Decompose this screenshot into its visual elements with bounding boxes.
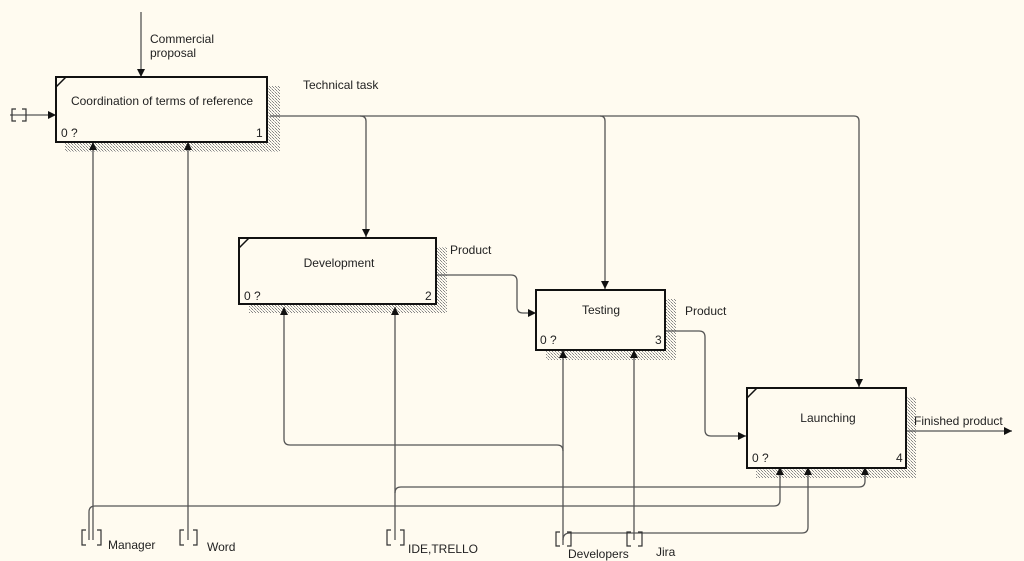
- label-jira: Jira: [656, 545, 676, 559]
- label-product-2: Product: [685, 304, 727, 318]
- box-cost-4: 0 ?: [752, 451, 769, 465]
- label-finished-product: Finished product: [914, 414, 1003, 428]
- arrow-technical-task-to-launching[interactable]: [270, 115, 863, 387]
- arrow-product-to-launching[interactable]: [665, 330, 746, 440]
- arrow-technical-task-to-testing[interactable]: [599, 115, 609, 289]
- arrow-product-to-testing[interactable]: [436, 274, 536, 317]
- box-number-4: 4: [896, 451, 903, 465]
- label-technical-task: Technical task: [303, 78, 379, 92]
- activity-box-1[interactable]: Coordination of terms of reference 0 ? 1: [55, 76, 268, 143]
- tunnel-bracket-icon: [179, 529, 198, 546]
- tunnel-bracket-icon: [11, 108, 27, 122]
- arrow-manager-to-launching[interactable]: [88, 467, 784, 540]
- box-number-1: 1: [256, 126, 263, 140]
- activity-box-4[interactable]: Launching 0 ? 4: [746, 387, 907, 469]
- label-ide-trello: IDE,TRELLO: [408, 542, 478, 556]
- box-title-3: Testing: [582, 303, 620, 317]
- label-word: Word: [207, 540, 235, 554]
- label-product-1: Product: [450, 243, 492, 257]
- box-cost-3: 0 ?: [540, 333, 557, 347]
- label-developers: Developers: [568, 547, 629, 561]
- box-number-3: 3: [655, 333, 662, 347]
- box-title-2: Development: [304, 256, 375, 270]
- activity-box-3[interactable]: Testing 0 ? 3: [535, 289, 666, 351]
- box-cost-2: 0 ?: [244, 289, 261, 303]
- arrow-ide-to-launching[interactable]: [394, 467, 869, 494]
- tunnel-bracket-icon: [555, 531, 572, 547]
- label-commercial-proposal-line2: proposal: [150, 46, 196, 60]
- tunnel-bracket-icon: [386, 529, 405, 546]
- arrow-developers-to-launching[interactable]: [562, 467, 812, 541]
- activity-box-2[interactable]: Development 0 ? 2: [238, 237, 437, 305]
- tunnel-bracket-icon: [81, 529, 102, 546]
- label-manager: Manager: [108, 538, 155, 552]
- arrow-technical-task-to-development[interactable]: [359, 115, 370, 237]
- label-commercial-proposal-line1: Commercial: [150, 32, 214, 46]
- box-title-1: Coordination of terms of reference: [71, 94, 253, 108]
- arrow-developers-to-development[interactable]: [280, 307, 564, 452]
- box-cost-1: 0 ?: [61, 126, 78, 140]
- box-number-2: 2: [425, 289, 432, 303]
- box-title-4: Launching: [800, 411, 855, 425]
- tunnel-bracket-icon: [626, 531, 643, 547]
